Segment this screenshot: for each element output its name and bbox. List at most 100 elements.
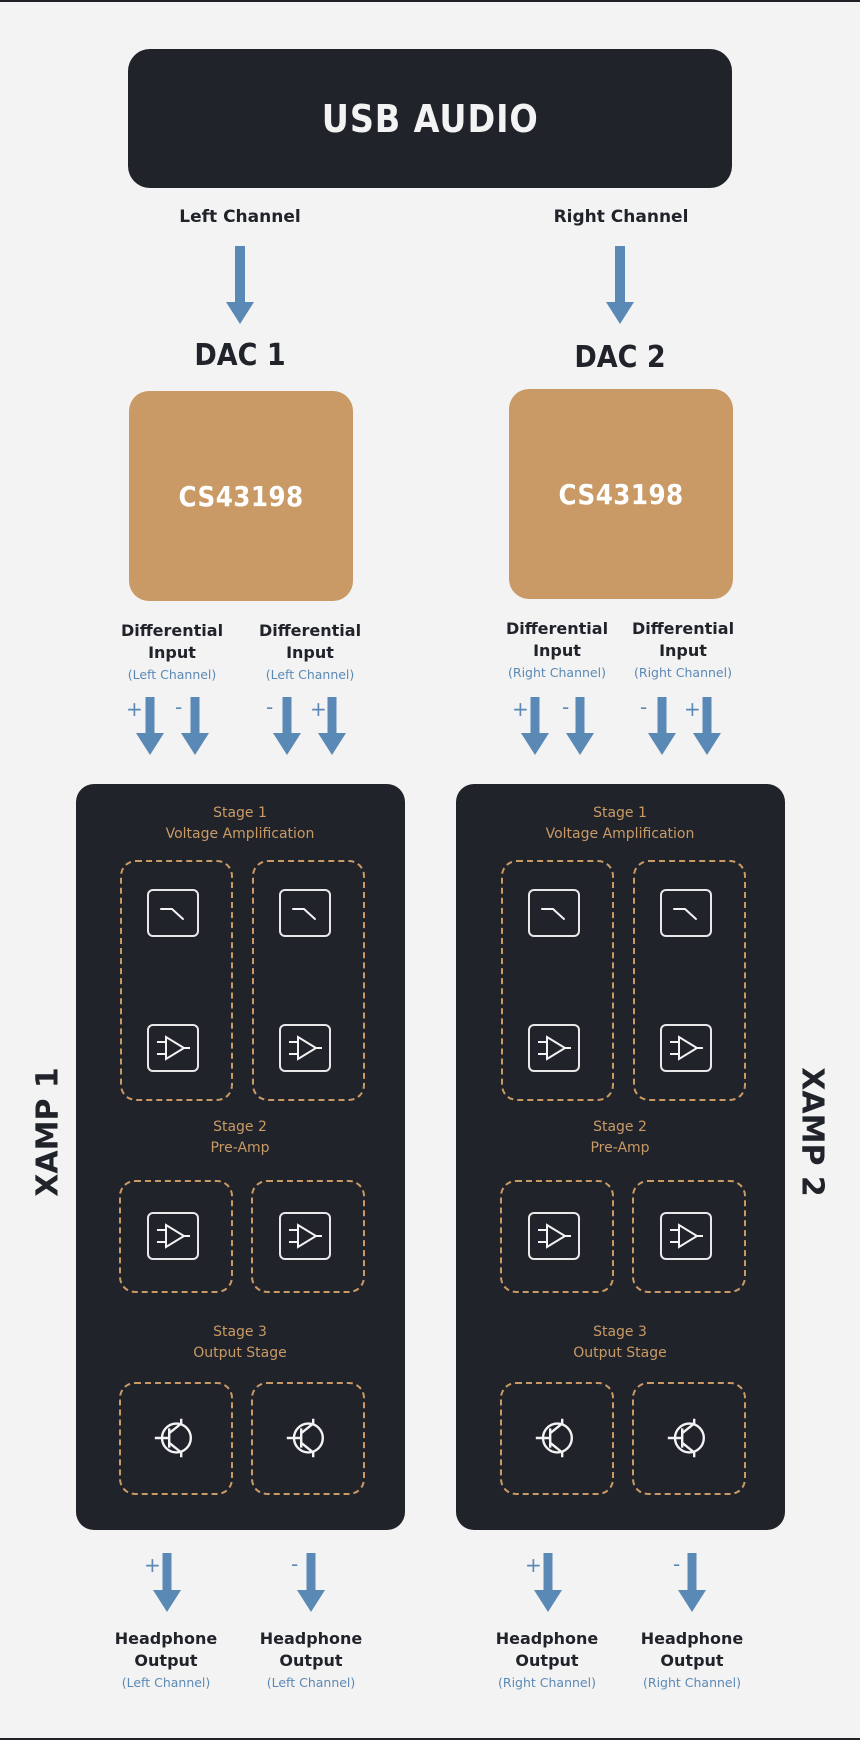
transistor-symbol <box>150 1416 198 1464</box>
down-arrow-icon <box>297 1553 325 1612</box>
low-pass-filter-icon <box>673 908 697 920</box>
down-arrow-icon <box>648 697 676 755</box>
xamp-1-label: XAMP 1 <box>30 1067 66 1197</box>
polarity-sign: + <box>144 1553 161 1577</box>
polarity-sign: - <box>175 695 183 719</box>
transistor-icon <box>154 1418 192 1458</box>
down-arrow-icon <box>153 1553 181 1612</box>
differential-input-line2: Input <box>148 643 196 662</box>
component-box <box>279 1024 331 1072</box>
transistor-icon <box>535 1418 573 1458</box>
down-arrow-icon <box>226 246 254 324</box>
stage-2-block <box>251 1180 365 1293</box>
differential-input-line1: Differential <box>258 621 362 640</box>
usb-audio-block: USB AUDIO <box>128 49 732 188</box>
headphone-output-line2: Output <box>660 1651 724 1670</box>
differential-input-channel: (Right Channel) <box>508 665 606 680</box>
differential-input-line1: Differential <box>505 619 609 638</box>
polarity-sign: + <box>684 697 701 721</box>
stage-2-label: Stage 2 Pre-Amp <box>140 1117 340 1159</box>
component-box <box>147 1024 199 1072</box>
op-amp-icon <box>157 1035 190 1061</box>
low-pass-filter-icon <box>292 908 316 920</box>
headphone-output-line1: Headphone <box>259 1629 363 1648</box>
differential-input-label: Differential Input (Left Channel) <box>102 620 242 686</box>
differential-input-label: Differential Input (Right Channel) <box>613 618 753 684</box>
stage-2-desc: Pre-Amp <box>210 1140 270 1156</box>
transistor-symbol <box>282 1416 330 1464</box>
stage-2-name: Stage 2 <box>213 1119 267 1135</box>
stage-2-block <box>119 1180 233 1293</box>
stage-3-desc: Output Stage <box>573 1345 667 1361</box>
differential-input-channel: (Right Channel) <box>634 665 732 680</box>
dac-2-chip-name: CS43198 <box>558 477 684 511</box>
down-arrow-icon <box>678 1553 706 1612</box>
polarity-sign: - <box>673 1552 681 1576</box>
headphone-output-channel: (Left Channel) <box>121 1675 211 1690</box>
op-amp-icon <box>538 1035 571 1061</box>
component-box <box>279 1212 331 1260</box>
component-box <box>528 1212 580 1260</box>
differential-input-line2: Input <box>659 641 707 660</box>
xamp-2-block <box>456 784 785 1530</box>
polarity-sign: - <box>562 695 570 719</box>
headphone-output-line2: Output <box>279 1651 343 1670</box>
stage-3-name: Stage 3 <box>213 1324 267 1340</box>
stage-3-block <box>500 1382 614 1495</box>
stage-2-block <box>500 1180 614 1293</box>
headphone-output-line2: Output <box>515 1651 579 1670</box>
headphone-output-line1: Headphone <box>640 1629 744 1648</box>
differential-input-line1: Differential <box>120 621 224 640</box>
dac-1-chip-block: CS43198 <box>129 391 353 601</box>
down-arrow-icon <box>606 246 634 324</box>
stage-1-label: Stage 1 Voltage Amplification <box>140 803 340 845</box>
stage-2-block <box>632 1180 746 1293</box>
stage-3-desc: Output Stage <box>193 1345 287 1361</box>
stage-3-block <box>119 1382 233 1495</box>
dac-2-label: DAC 2 <box>574 340 666 375</box>
differential-input-line1: Differential <box>631 619 735 638</box>
polarity-sign: + <box>310 697 327 721</box>
component-box <box>528 889 580 937</box>
down-arrow-icon <box>136 697 164 755</box>
down-arrow-icon <box>521 697 549 755</box>
headphone-output-line2: Output <box>134 1651 198 1670</box>
stage-3-block <box>632 1382 746 1495</box>
stage-1-block <box>633 860 746 1101</box>
xamp-1-block <box>76 784 405 1530</box>
component-box <box>660 889 712 937</box>
stage-1-block <box>252 860 365 1101</box>
xamp-2-label: XAMP 2 <box>794 1067 830 1197</box>
differential-input-line2: Input <box>533 641 581 660</box>
headphone-output-label: Headphone Output (Left Channel) <box>91 1628 241 1694</box>
component-box <box>147 889 199 937</box>
polarity-sign: + <box>512 697 529 721</box>
headphone-output-line1: Headphone <box>495 1629 599 1648</box>
component-box <box>528 1024 580 1072</box>
headphone-output-line1: Headphone <box>114 1629 218 1648</box>
transistor-symbol <box>531 1416 579 1464</box>
headphone-output-label: Headphone Output (Right Channel) <box>472 1628 622 1694</box>
differential-input-channel: (Left Channel) <box>127 667 217 682</box>
dac-2-chip-block: CS43198 <box>509 389 733 599</box>
op-amp-icon <box>670 1035 703 1061</box>
polarity-sign: + <box>525 1553 542 1577</box>
down-arrow-icon <box>273 697 301 755</box>
differential-input-label: Differential Input (Left Channel) <box>240 620 380 686</box>
op-amp-icon <box>289 1035 322 1061</box>
headphone-output-channel: (Left Channel) <box>266 1675 356 1690</box>
differential-input-channel: (Left Channel) <box>265 667 355 682</box>
stage-3-block <box>251 1382 365 1495</box>
component-box <box>279 889 331 937</box>
stage-2-desc: Pre-Amp <box>590 1140 650 1156</box>
op-amp-icon <box>538 1223 571 1249</box>
component-box <box>660 1212 712 1260</box>
stage-3-label: Stage 3 Output Stage <box>140 1322 340 1364</box>
down-arrow-icon <box>566 697 594 755</box>
transistor-icon <box>667 1418 705 1458</box>
usb-audio-title: USB AUDIO <box>321 96 539 141</box>
dac-1-chip-name: CS43198 <box>178 479 304 513</box>
stage-1-name: Stage 1 <box>213 805 267 821</box>
down-arrow-icon <box>318 697 346 755</box>
headphone-output-label: Headphone Output (Right Channel) <box>617 1628 767 1694</box>
